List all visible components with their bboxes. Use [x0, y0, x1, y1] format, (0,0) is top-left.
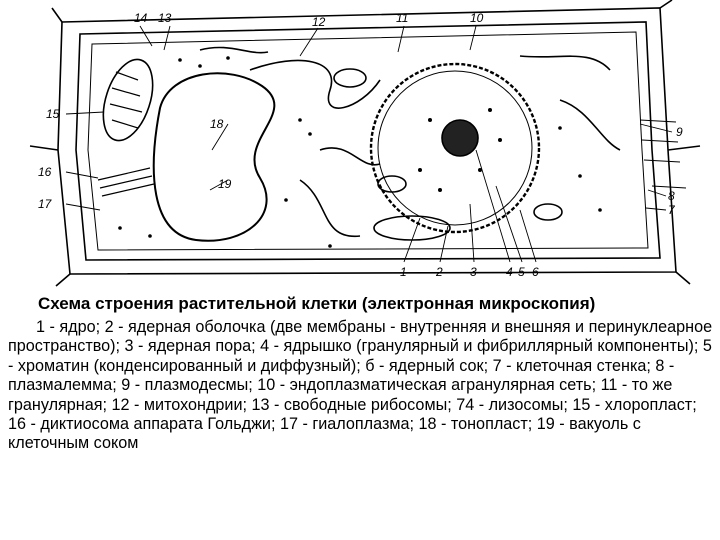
cell-wall-outer	[57, 7, 677, 275]
label-16: 16	[38, 165, 52, 179]
mitochondrion	[377, 175, 407, 193]
caption-title: Схема строения растительной клетки (элек…	[38, 294, 596, 313]
label-1: 1	[400, 265, 407, 279]
cell-wall-inner	[75, 21, 661, 261]
label-19: 19	[218, 177, 232, 191]
label-10: 10	[470, 11, 484, 25]
label-6: 6	[532, 265, 539, 279]
label-2: 2	[435, 265, 443, 279]
label-12: 12	[312, 15, 326, 29]
mitochondrion	[333, 68, 367, 88]
nucleolus	[441, 119, 479, 157]
nucleus-inner-membrane	[377, 70, 533, 226]
label-8: 8	[668, 189, 675, 203]
label-7: 7	[668, 203, 676, 217]
label-15: 15	[46, 107, 60, 121]
figure-caption: Схема строения растительной клетки (элек…	[8, 294, 714, 454]
plasmodesmata	[639, 119, 687, 189]
label-5: 5	[518, 265, 525, 279]
mitochondrion	[533, 203, 563, 221]
label-9: 9	[676, 125, 683, 139]
endoplasmic-reticulum	[199, 46, 621, 237]
label-4: 4	[506, 265, 513, 279]
nucleus	[369, 62, 541, 234]
label-11: 11	[396, 11, 408, 25]
plasmalemma	[87, 31, 649, 251]
vacuole	[152, 72, 276, 242]
label-14: 14	[134, 11, 148, 25]
dictyosome	[97, 167, 155, 197]
caption-legend: 1 - ядро; 2 - ядерная оболочка (две мемб…	[8, 318, 713, 453]
label-18: 18	[210, 117, 224, 131]
plant-cell-diagram: 14 13 12 11 10 15 18 16 19 17 9 8 7 1 2 …	[29, 0, 701, 287]
label-17: 17	[38, 197, 53, 211]
label-13: 13	[158, 11, 172, 25]
chloroplast	[102, 58, 154, 142]
label-3: 3	[470, 265, 477, 279]
